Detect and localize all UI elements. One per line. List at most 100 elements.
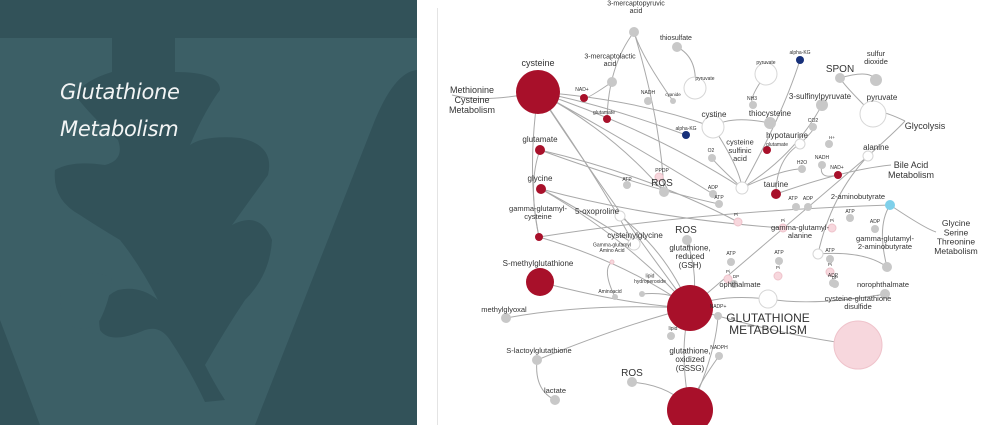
node-nad2[interactable] [834,171,842,179]
node-ggab[interactable] [882,262,892,272]
node-hypotaurine[interactable] [794,138,806,150]
pathway-label-line: Glycolysis [905,121,946,131]
node-nh3[interactable] [749,101,757,109]
node-ggc[interactable] [535,233,543,241]
node-cysteine[interactable] [516,70,560,114]
node-atp7[interactable] [727,258,735,266]
node-label-line: dioxide [864,57,888,66]
network-edge [606,31,635,120]
node-alanine[interactable] [862,150,874,162]
node-gssg[interactable] [667,387,713,425]
title-panel: Glutathione Metabolism [0,0,417,425]
node-label-cystine: cystine [702,110,727,119]
node-hplus[interactable] [825,140,833,148]
node-pi2[interactable] [778,223,788,233]
node-label-line: Pi [830,218,834,223]
node-methylglyoxal[interactable] [501,313,511,323]
node-atp1[interactable] [623,181,631,189]
node-smg[interactable] [526,268,554,296]
node-nadp[interactable] [714,312,722,320]
node-label-line: acid [604,61,617,68]
node-ppdp[interactable] [654,172,664,182]
node-oxoproline[interactable] [614,210,626,222]
node-pi5[interactable] [773,271,783,281]
node-gsh[interactable] [667,285,713,331]
node-cgd[interactable] [833,320,883,370]
pathway-label-line: Bile Acid [894,160,929,170]
node-atp6[interactable] [826,255,834,263]
node-label-taurine: taurine [764,180,789,189]
node-label-cysgly: cysteinylglycine [607,231,663,240]
node-ros2[interactable] [682,235,692,245]
node-adp3[interactable] [804,203,812,211]
node-thiocysteine[interactable] [764,117,776,129]
node-ggaa[interactable] [609,259,615,265]
node-cysgly[interactable] [627,237,641,251]
node-label-line: glutathione, [669,243,710,252]
node-glutamate_s2[interactable] [763,146,771,154]
node-taurine[interactable] [771,189,781,199]
node-ros1[interactable] [659,187,669,197]
node-label-line: alpha-KG [789,50,810,56]
node-atp5[interactable] [775,257,783,265]
node-glutamate_s1[interactable] [603,115,611,123]
node-pi3[interactable] [827,223,837,233]
node-lipidhp[interactable] [639,291,645,297]
node-csa[interactable] [735,181,749,195]
node-mpa[interactable] [629,27,639,37]
node-label-h2o: H2O [797,160,807,166]
node-aminobutyrate[interactable] [885,200,895,210]
node-pyruvate1[interactable] [683,76,707,100]
node-slg[interactable] [532,355,542,365]
node-adp1[interactable] [709,190,717,198]
node-pi1[interactable] [733,217,743,227]
node-nadph[interactable] [715,352,723,360]
node-label-nh3: NH3 [747,96,757,102]
node-gga[interactable] [812,248,824,260]
node-label-ppdp: PPDP [655,168,669,174]
node-pyruvate3[interactable] [859,100,887,128]
pathway-label-glycolysis[interactable]: Glycolysis [905,121,946,131]
node-adp4[interactable] [871,225,879,233]
node-cystine[interactable] [701,115,725,139]
node-lactate[interactable] [550,395,560,405]
node-akg2[interactable] [796,56,804,64]
node-pyruvate2[interactable] [754,62,778,86]
node-o2[interactable] [708,154,716,162]
node-glutamate[interactable] [535,145,545,155]
node-label-line: 3-mercaptolactic [584,53,636,60]
section-label-line: GLUTATHIONE [726,311,810,325]
node-aminoacid[interactable] [612,294,618,300]
node-label-nadh1: NADH [641,90,656,96]
node-dp2[interactable] [831,280,839,288]
node-so2[interactable] [870,74,882,86]
node-spon[interactable] [835,73,845,83]
node-h2o[interactable] [798,165,806,173]
node-label-norophthalmate: norophthalmate [857,280,909,289]
node-atp3[interactable] [792,203,800,211]
node-pi4[interactable] [723,274,733,284]
node-akg1[interactable] [682,131,690,139]
node-pi6[interactable] [825,267,835,277]
node-cyanide[interactable] [670,98,676,104]
node-co2[interactable] [809,123,817,131]
node-dp1[interactable] [730,280,738,288]
node-ophthalmate[interactable] [758,289,778,309]
node-lipid[interactable] [667,332,675,340]
node-label-line: alanine [788,231,812,240]
node-nad1[interactable] [580,94,588,102]
node-atp4[interactable] [846,214,854,222]
node-label-line: NADH [815,155,830,161]
node-nadh2[interactable] [818,161,826,169]
node-ros3[interactable] [627,377,637,387]
node-thiosulfate[interactable] [672,42,682,52]
node-nadh1[interactable] [644,97,652,105]
node-norophthalmate[interactable] [880,289,890,299]
node-mla[interactable] [607,77,617,87]
node-atp2[interactable] [715,200,723,208]
node-glycine[interactable] [536,184,546,194]
node-sulfinylpyruvate[interactable] [816,99,828,111]
